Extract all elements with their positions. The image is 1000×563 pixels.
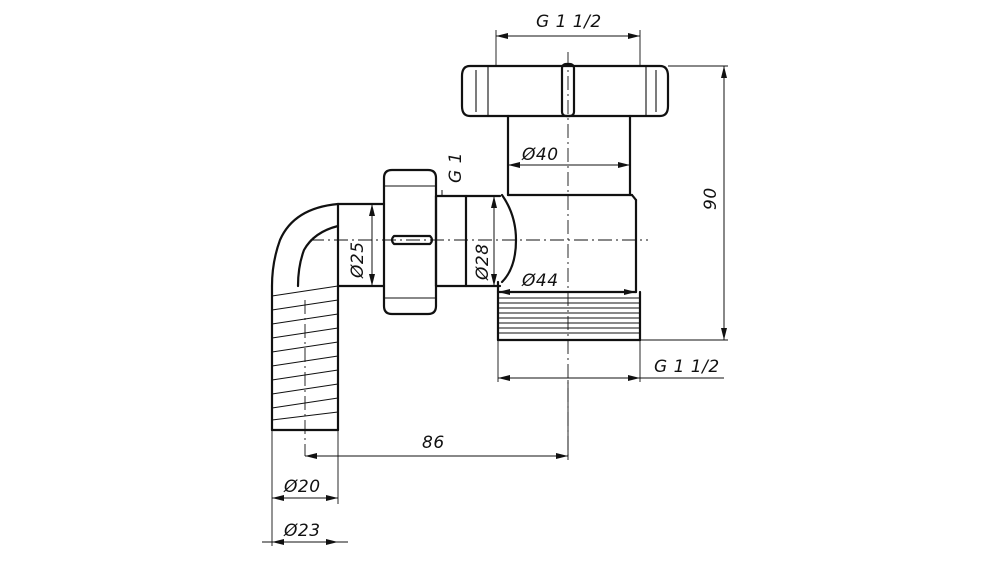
dimension-side-thread: G 1 (441, 152, 466, 196)
height-label: 90 (701, 187, 721, 210)
dimension-top-thread: G 1 1/2 (496, 12, 640, 39)
bottom-thread (496, 290, 642, 342)
dimension-height: 90 (701, 66, 727, 340)
dimension-bottom-thread: G 1 1/2 (498, 357, 724, 381)
body-outer-label: Ø44 (521, 271, 559, 291)
elbow-spigot (270, 202, 386, 432)
body-pipe (496, 114, 638, 294)
dimension-branch: Ø28 (473, 196, 497, 286)
top-nut (460, 62, 670, 118)
offset-label: 86 (422, 433, 445, 453)
spigot-inner-label: Ø20 (283, 477, 321, 497)
dimension-hose: Ø25 (348, 204, 375, 286)
dimension-spigot-inner: Ø20 (272, 477, 338, 501)
top-thread-label: G 1 1/2 (536, 12, 602, 32)
dimension-body-inner: Ø40 (508, 145, 630, 168)
dimension-body-outer: Ø44 (498, 271, 636, 295)
bottom-thread-label: G 1 1/2 (654, 357, 720, 377)
dimension-offset: 86 (305, 433, 568, 459)
side-nut (382, 168, 438, 316)
extension-lines (271, 30, 728, 546)
side-thread-label: G 1 (446, 152, 466, 183)
branch-label: Ø28 (473, 243, 493, 281)
body-inner-label: Ø40 (521, 145, 559, 165)
hose-label: Ø25 (348, 241, 368, 279)
spigot-outer-label: Ø23 (283, 521, 321, 541)
dimension-spigot-outer: Ø23 (262, 521, 348, 545)
